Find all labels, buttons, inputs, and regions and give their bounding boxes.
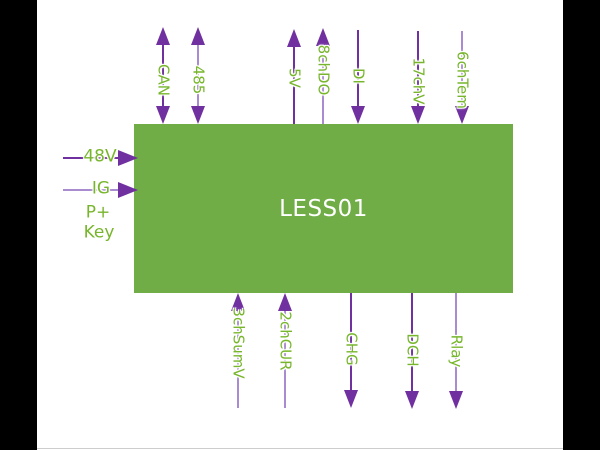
arrowhead-right-icon xyxy=(118,150,138,166)
connector-label: Rlay xyxy=(447,334,466,368)
connector-label: 17chV xyxy=(409,57,428,105)
arrowhead-right-icon xyxy=(118,182,138,198)
connector-line xyxy=(293,44,295,124)
arrowhead-down-icon xyxy=(351,106,365,124)
arrowhead-down-icon xyxy=(344,390,358,408)
arrowhead-up-icon xyxy=(287,29,301,47)
connector-line xyxy=(455,293,457,394)
letterbox-right-bar xyxy=(563,0,600,450)
arrowhead-down-icon xyxy=(405,391,419,409)
connector-label: 485 xyxy=(189,65,208,95)
label-key: Key xyxy=(83,222,115,243)
connector-label: 6chTem xyxy=(453,51,472,109)
connector-line xyxy=(284,308,286,408)
connector-line xyxy=(237,308,239,408)
arrowhead-down-icon xyxy=(156,106,170,124)
slide-bottom-edge xyxy=(37,448,563,449)
block-title: LESS01 xyxy=(279,195,368,222)
less01-block: LESS01 xyxy=(134,124,513,293)
connector-line xyxy=(357,30,359,109)
connector-line xyxy=(417,31,419,109)
connector-line xyxy=(162,42,164,109)
connector-label: 3chSumV xyxy=(229,307,248,379)
arrowhead-up-icon xyxy=(191,27,205,45)
connector-line xyxy=(411,293,413,394)
letterbox-left-bar xyxy=(0,0,37,450)
connector-label: 8chDO xyxy=(314,44,333,96)
connector-label: 2chCUR xyxy=(276,311,295,371)
connector-line xyxy=(197,42,199,109)
connector-label: 48V xyxy=(83,146,117,167)
connector-label: IG xyxy=(91,178,111,199)
label-p-: P+ xyxy=(85,202,111,223)
connector-label: 5V xyxy=(285,68,304,88)
connector-line xyxy=(63,189,124,191)
connector-line xyxy=(63,157,124,159)
connector-line xyxy=(350,293,352,393)
connector-label: DI xyxy=(349,68,368,84)
arrowhead-up-icon xyxy=(156,27,170,45)
arrowhead-down-icon xyxy=(449,391,463,409)
connector-label: CAN xyxy=(154,64,173,96)
arrowhead-up-icon xyxy=(231,293,245,311)
connector-line xyxy=(461,31,463,109)
arrowhead-down-icon xyxy=(191,106,205,124)
connector-label: DCH xyxy=(403,333,422,367)
connector-label: CHG xyxy=(342,332,361,366)
arrowhead-down-icon xyxy=(455,106,469,124)
arrowhead-up-icon xyxy=(316,28,330,46)
arrowhead-up-icon xyxy=(278,293,292,311)
connector-line xyxy=(322,43,324,124)
arrowhead-down-icon xyxy=(411,106,425,124)
